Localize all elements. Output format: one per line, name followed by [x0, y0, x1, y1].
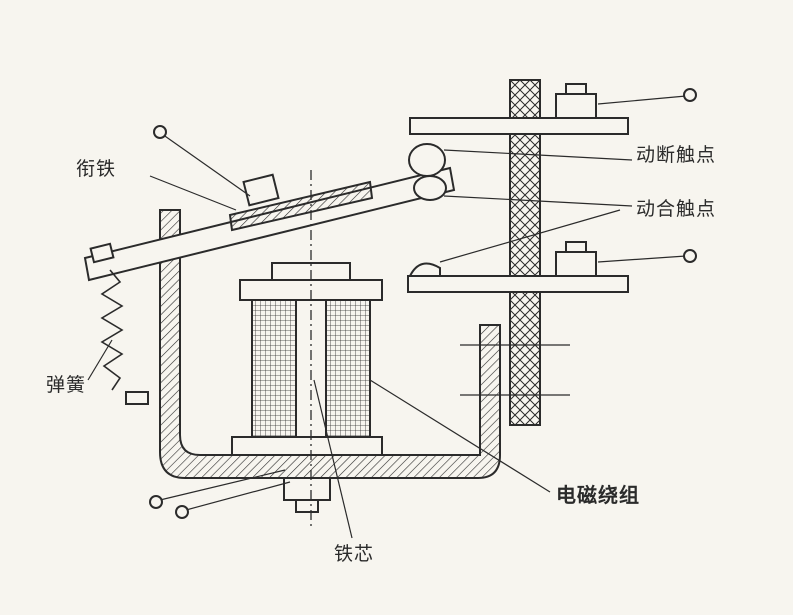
terminal-armature [153, 125, 167, 139]
lower-contact-arm [407, 275, 629, 293]
terminal-lower-contact [683, 249, 697, 263]
spring-anchor [125, 391, 149, 405]
lever-contact-button [413, 175, 447, 201]
upper-arm-bolt [565, 83, 587, 95]
upper-arm-nut [555, 93, 597, 119]
contact-post [509, 79, 541, 426]
coil-winding-left [251, 299, 297, 438]
return-spring [100, 269, 124, 391]
label-iron-core: 铁芯 [334, 543, 375, 565]
lower-arm-nut [555, 251, 597, 277]
armature-nut [242, 173, 280, 207]
bottom-bolt [295, 499, 319, 513]
lower-arm-bolt [565, 241, 587, 253]
label-moving-make-contact: 动合触点 [636, 198, 717, 220]
label-spring: 弹簧 [46, 374, 87, 396]
coil-winding-right [325, 299, 371, 438]
terminal-coil-2 [175, 505, 189, 519]
label-electromagnetic-coil: 电磁绕组 [556, 483, 640, 507]
label-moving-break-contact: 动断触点 [636, 144, 717, 166]
terminal-upper-contact [683, 88, 697, 102]
coil-base-plate [231, 436, 383, 456]
armature-block [228, 180, 374, 232]
terminal-coil-1 [149, 495, 163, 509]
lower-contact-button [408, 262, 441, 277]
label-armature: 衔铁 [76, 158, 117, 180]
lever-end-bolt [89, 242, 115, 264]
yoke-frame [159, 209, 501, 479]
bottom-nut [283, 477, 331, 501]
upper-contact-arm [409, 117, 629, 135]
upper-contact-button [408, 143, 446, 177]
leader-lines [87, 95, 687, 539]
